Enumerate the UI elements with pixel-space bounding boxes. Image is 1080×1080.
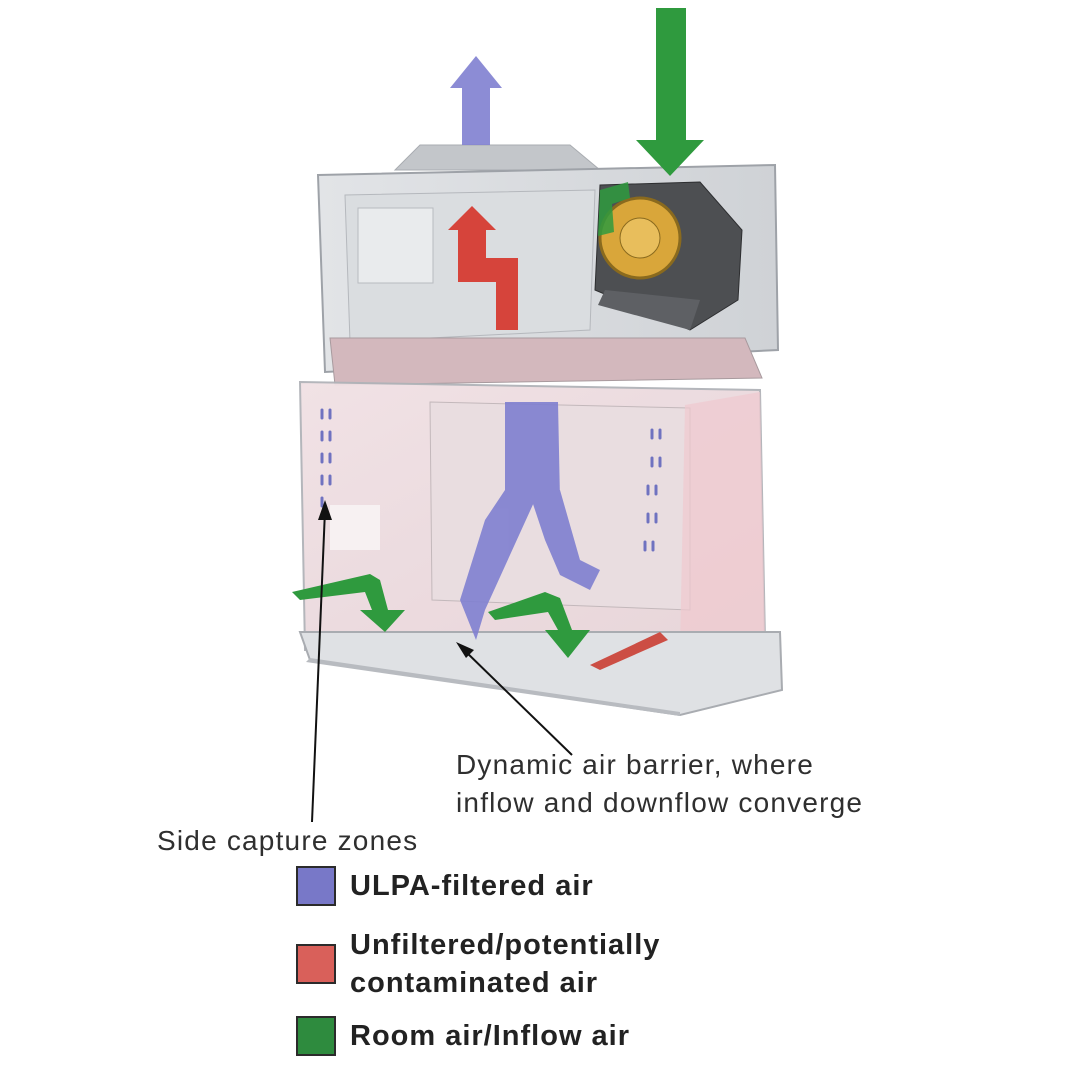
- unfiltered-flow-arrows: [448, 206, 518, 330]
- side-leader-line: [311, 509, 326, 823]
- side-capture-slots: [320, 408, 662, 552]
- barrier-callout: Dynamic air barrier, where inflow and do…: [456, 746, 863, 822]
- legend-swatch-unfiltered: [296, 944, 336, 984]
- legend-label-unfiltered-line2: contaminated air: [350, 967, 599, 999]
- legend-swatch-room-air: [296, 1016, 336, 1056]
- side-window: [330, 505, 380, 550]
- work-surface-front: [306, 658, 680, 716]
- ulpa-flow-arrows: [450, 56, 600, 640]
- rear-return-channel: [590, 632, 668, 670]
- barrier-arrowhead: [456, 642, 474, 658]
- inflow-arrow-left: [292, 574, 405, 632]
- legend-item-ulpa: ULPA-filtered air: [296, 866, 594, 906]
- legend-label-room-air: Room air/Inflow air: [350, 1020, 631, 1052]
- legend-label-unfiltered-line1: Unfiltered/potentially: [350, 929, 661, 961]
- side-panel-right: [680, 392, 765, 650]
- downflow-column: [505, 402, 560, 500]
- exhaust-hood: [393, 144, 602, 171]
- side-arrowhead: [318, 500, 332, 520]
- side-capture-callout: Side capture zones: [157, 825, 419, 856]
- downflow-split-left: [460, 490, 535, 640]
- barrier-callout-line1: Dynamic air barrier, where: [456, 749, 814, 780]
- inflow-arrow-right: [488, 592, 590, 658]
- return-arrow: [448, 206, 518, 330]
- legend-label-ulpa: ULPA-filtered air: [350, 870, 594, 902]
- exhaust-arrow: [450, 56, 502, 145]
- legend-label-unfiltered: Unfiltered/potentially contaminated air: [350, 926, 660, 1002]
- blower-fan: [594, 181, 743, 331]
- legend-item-room-air: Room air/Inflow air: [296, 1016, 630, 1056]
- leader-lines: [311, 500, 573, 823]
- legend-item-unfiltered: Unfiltered/potentially contaminated air: [296, 926, 660, 1002]
- downflow-split-right: [530, 490, 600, 590]
- filter-shelf: [329, 337, 763, 386]
- work-surface: [298, 631, 784, 717]
- plenum-window: [357, 207, 434, 284]
- barrier-leader-line: [461, 647, 573, 756]
- barrier-callout-line2: inflow and downflow converge: [456, 787, 864, 818]
- room-air-arrows: [292, 8, 704, 658]
- blower-inflow-curl: [598, 182, 630, 236]
- legend-swatch-ulpa: [296, 866, 336, 906]
- room-air-intake-arrow: [636, 8, 704, 176]
